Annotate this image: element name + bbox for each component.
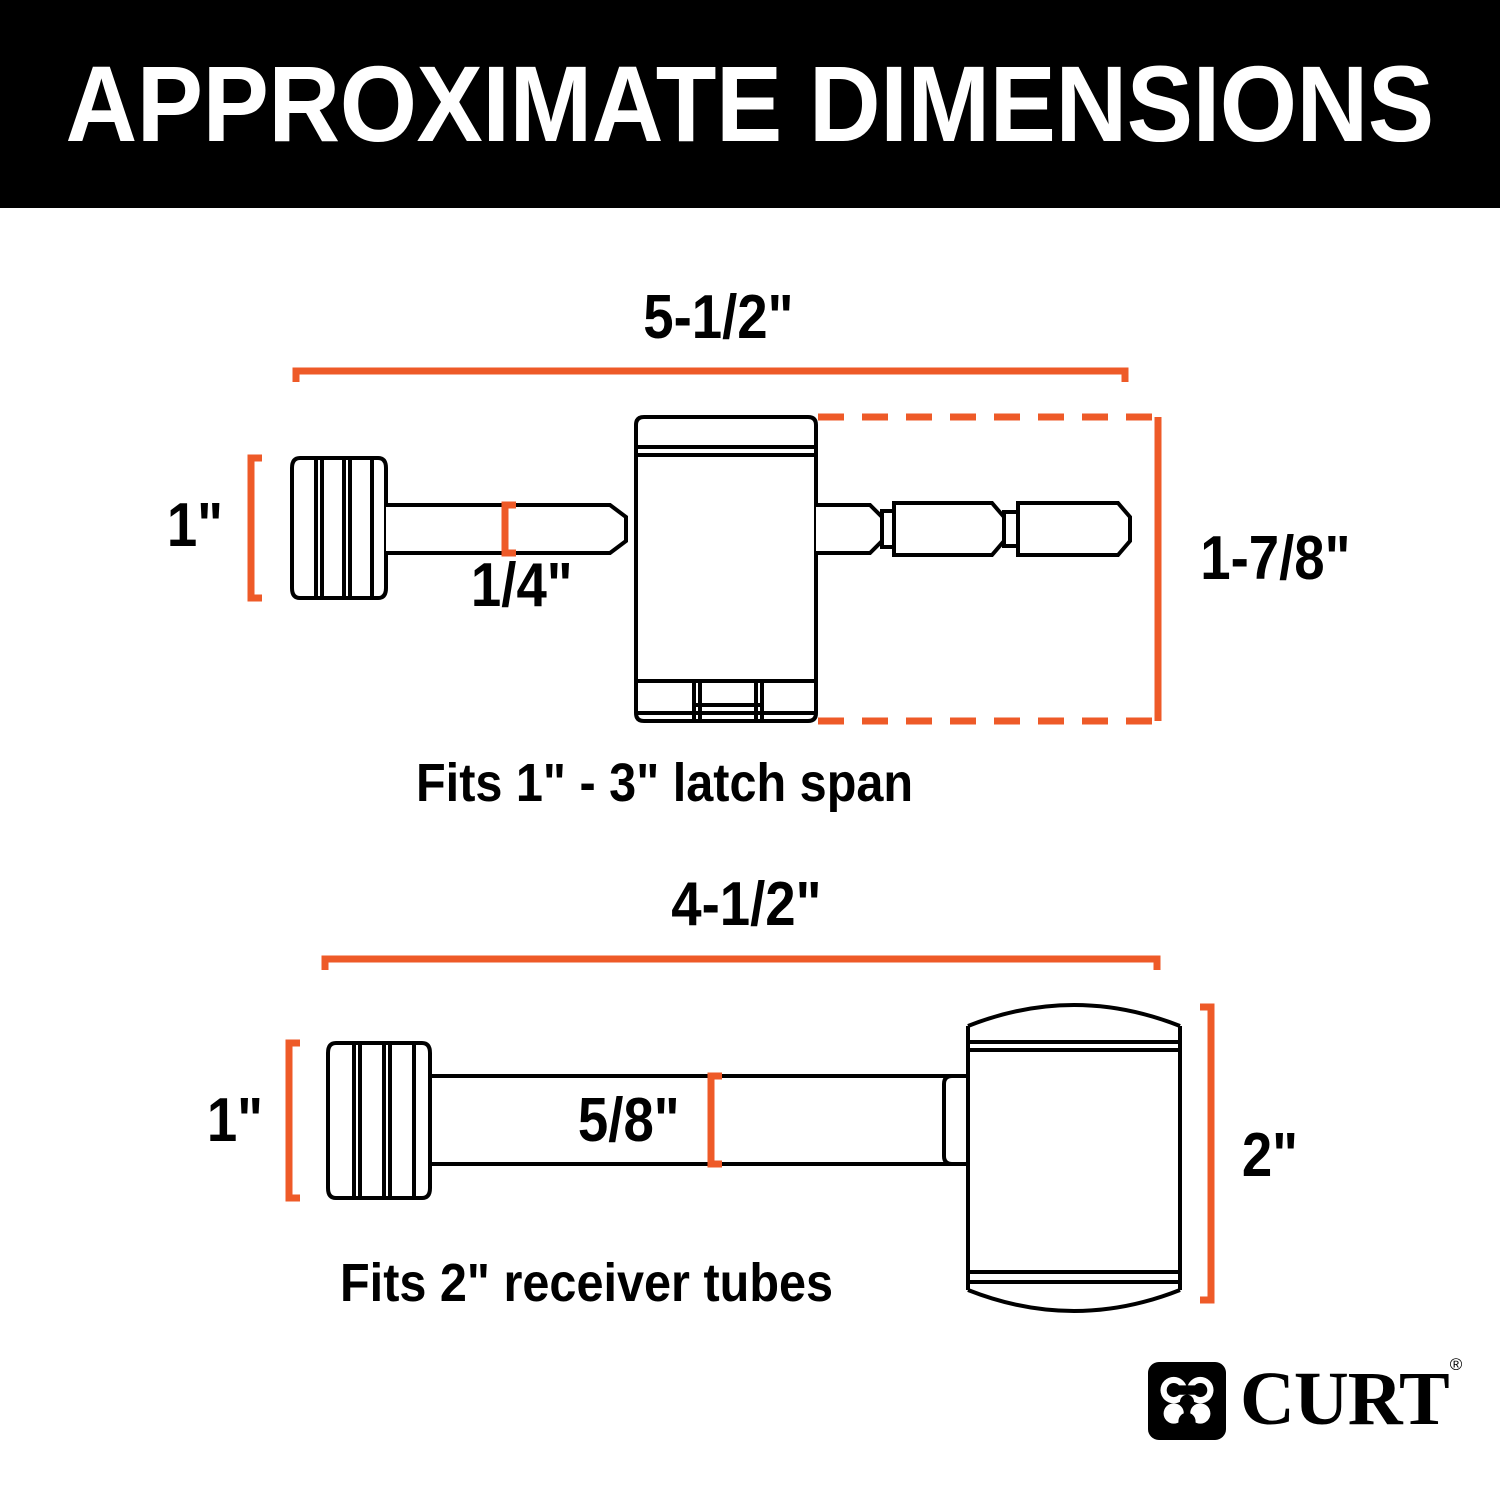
curt-wordmark-label: CURT (1240, 1357, 1450, 1441)
curt-logo: CURT® (1148, 1356, 1462, 1444)
dimension-bracket-overall-length-2 (321, 955, 1161, 970)
header-banner: APPROXIMATE DIMENSIONS (0, 0, 1500, 208)
receiver-lock-knurled-head (326, 1041, 432, 1200)
receiver-lock-dimension-lines (285, 955, 1215, 1304)
dimension-label-head-diameter: 1" (166, 491, 224, 560)
receiver-lock-shaft (430, 1074, 968, 1166)
dimension-bracket-overall-length (292, 367, 1129, 382)
curt-wordmark-text: CURT® (1240, 1356, 1462, 1437)
caption-receiver-tubes: Fits 2" receiver tubes (340, 1253, 834, 1313)
dimension-label-head-diameter-2: 1" (206, 1086, 264, 1155)
latch-lock-pin (816, 501, 1132, 557)
dimension-bracket-pin-diameter-2 (707, 1072, 722, 1168)
receiver-lock-drawing (326, 1003, 1182, 1313)
dimension-label-body-diameter: 2" (1241, 1121, 1299, 1190)
dimension-label-latch-span-depth: 1-7/8" (1200, 524, 1351, 593)
latch-lock-drawing (290, 415, 1132, 723)
curt-clover-icon (1148, 1362, 1226, 1440)
caption-latch-span: Fits 1" - 3" latch span (416, 753, 914, 813)
dimension-bracket-pin-diameter (501, 501, 516, 557)
latch-lock-dimension-lines (247, 367, 1162, 725)
receiver-lock-body (966, 1003, 1182, 1313)
dimension-bracket-head-diameter-2 (285, 1039, 300, 1202)
page-title: APPROXIMATE DIMENSIONS (65, 43, 1435, 164)
dimension-label-pin-diameter-2: 5/8" (577, 1086, 680, 1155)
latch-lock-body (634, 415, 818, 723)
dimension-label-overall-length: 5-1/2" (643, 283, 794, 352)
receiver-lock-collar (942, 1074, 970, 1166)
registered-trademark-icon: ® (1449, 1354, 1462, 1374)
dimension-bracket-head-diameter (247, 454, 262, 602)
latch-lock-knurled-head (290, 456, 388, 600)
dimension-bracket-body-diameter (1200, 1003, 1215, 1304)
dimension-label-overall-length-2: 4-1/2" (671, 870, 822, 939)
dimension-label-pin-diameter: 1/4" (470, 551, 573, 620)
